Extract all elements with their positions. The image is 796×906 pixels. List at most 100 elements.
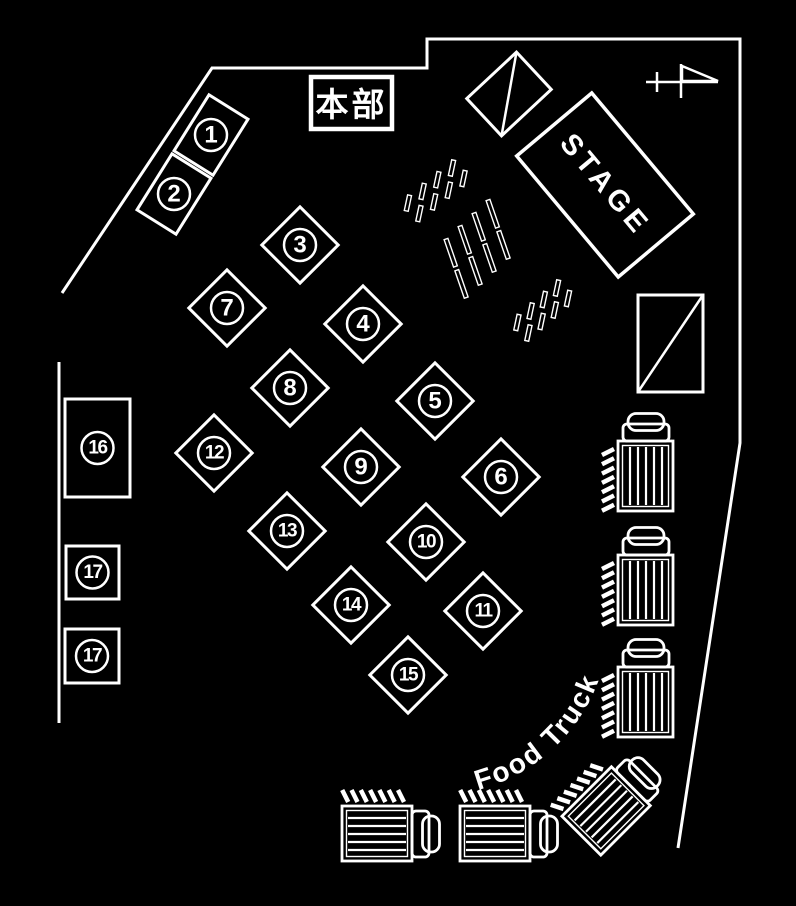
booth-number-circle [74,638,110,674]
bench-mark [447,158,457,178]
booth-outline [322,283,404,365]
bench-mark [539,290,549,309]
booth-number-circle [465,593,501,629]
food-truck-vehicle [460,790,558,861]
bench-long-mark [467,255,483,287]
booth-stall: 7 [186,267,268,349]
booth-outline [173,412,255,494]
hq-box [308,74,395,132]
booth-outline [63,397,132,499]
tent-diagonal [500,51,518,137]
booth-stall: 13 [246,490,328,572]
bench-mark [537,312,547,331]
food-truck-vehicle [551,736,670,855]
booth-number-circle [343,449,379,485]
hq-label: 本部 [316,86,388,123]
bench-long-mark [495,229,511,261]
booth-number: 10 [417,532,436,553]
booth-number: 7 [220,295,233,322]
booth-number: 8 [283,375,296,402]
booth-number: 3 [293,232,306,259]
bench-long-mark [471,211,487,242]
booth-stall: 4 [322,283,404,365]
booth-number: 9 [354,454,367,481]
north-arrow-icon [646,64,719,98]
booth-number-circle [282,227,318,263]
booth-number: 17 [83,646,102,667]
booth-outline [394,360,476,442]
tent-diagonal [636,294,705,393]
bench-long-mark [457,224,473,255]
booth-number-circle [196,435,232,471]
booth-number-circle [345,306,381,342]
food-truck-vehicle [342,790,440,861]
booth-number: 14 [342,595,362,616]
food-truck-label-text: Food Truck [470,669,605,796]
bench-mark [403,194,413,213]
booth-number: 11 [474,601,493,622]
bench-long-mark [443,237,459,268]
booth-number: 5 [428,388,441,415]
bench-mark [459,169,468,188]
booth-stall: 3 [259,204,341,286]
booth-stall: 2 [134,151,214,237]
bench-long-mark [485,198,501,229]
booth-outline [134,151,214,237]
booth-number-circle [417,383,453,419]
bench-long-mark [453,268,469,300]
bench-mark [418,182,428,201]
bench-long-mark [481,242,497,274]
booth-outline [460,436,542,518]
booth-stall: 5 [394,360,476,442]
booth-stall: 11 [442,570,524,652]
bench-area [403,158,573,343]
tents [464,50,705,394]
food-truck-label: Food Truck [470,669,603,796]
food-truck-vehicle [602,528,673,626]
bench-mark [526,301,536,321]
boundary-outer-wall [60,37,742,849]
booth-number: 2 [167,181,180,208]
booth-stall: 16 [63,397,132,499]
booth-number-circle [272,370,308,406]
booth-outline [186,267,268,349]
tent [464,50,554,138]
bench-mark [414,204,424,223]
booth-number: 16 [88,438,107,459]
booth-outline [63,627,121,685]
food-truck-vehicle [602,414,673,512]
booth-number-circle [269,513,305,549]
tent-outline [464,50,554,138]
booth-outline [320,426,402,508]
booth-stall: 12 [173,412,255,494]
bench-mark [563,289,573,308]
tent-outline [636,293,705,394]
booth-number-circle [209,290,245,326]
booth-number-circle [390,657,426,693]
booth-stall: 15 [367,634,449,716]
booth-number-circle [80,430,115,466]
bench-mark [550,300,560,320]
booth-outline [64,544,121,601]
bench-mark [429,192,439,211]
booth-outline [171,92,251,178]
stage-label: STAGE [553,128,656,243]
food-truck-vehicle [602,640,673,738]
booth-stall: 10 [385,501,467,583]
booth-number-circle [483,459,519,495]
bench-mark [552,278,562,298]
booth-stall: 1 [171,92,251,178]
booth-outline [385,501,467,583]
booth-outline [310,564,392,646]
booth-outline [259,204,341,286]
booth-stall: 8 [249,347,331,429]
booth-stall: 14 [310,564,392,646]
booth-number-circle [75,555,110,590]
booth-number: 1 [204,122,217,149]
booth-number: 6 [494,464,507,491]
booth-number: 4 [356,311,370,338]
booth-stall: 17 [63,627,121,685]
north-arrow-flag [680,64,719,83]
